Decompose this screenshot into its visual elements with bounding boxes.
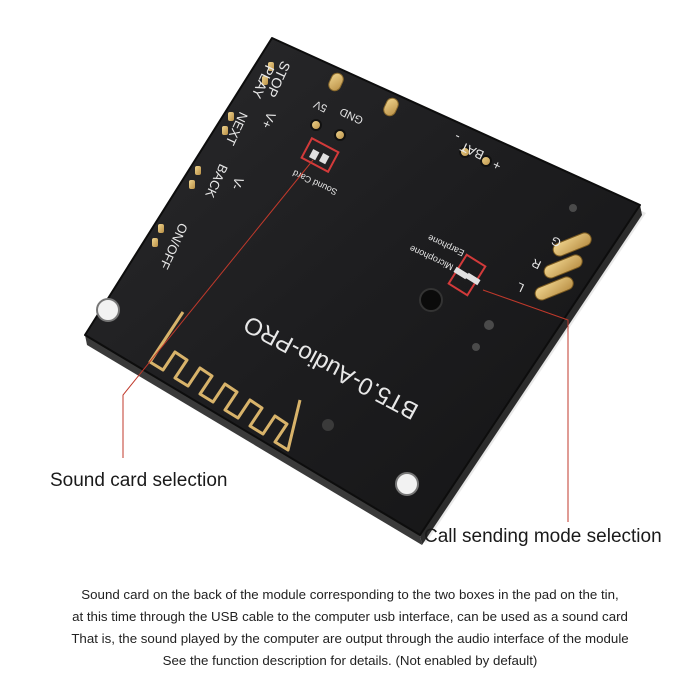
description-caption: Sound card on the back of the module cor… bbox=[0, 584, 700, 672]
sound-card-jumper bbox=[300, 136, 340, 174]
silk-v-plus: V+ bbox=[258, 110, 278, 131]
callout-sound-card-selection: Sound card selection bbox=[50, 470, 228, 491]
caption-line-3: That is, the sound played by the compute… bbox=[71, 631, 629, 646]
edge-pads bbox=[152, 62, 274, 247]
call-mode-jumper bbox=[447, 253, 487, 297]
callout-lines bbox=[122, 159, 569, 522]
caption-line-1: Sound card on the back of the module cor… bbox=[81, 587, 619, 602]
pcb-antenna bbox=[148, 311, 302, 452]
silk-v-minus: V- bbox=[228, 175, 247, 192]
callout-call-sending-mode: Call sending mode selection bbox=[424, 526, 662, 547]
caption-line-2: at this time through the USB cable to th… bbox=[72, 609, 628, 624]
silk-5v: 5V bbox=[311, 97, 329, 114]
vias bbox=[322, 204, 577, 431]
battery-pads bbox=[459, 146, 492, 167]
power-pads bbox=[310, 119, 346, 141]
usb-shield-pads bbox=[328, 72, 399, 117]
mounting-holes bbox=[96, 288, 443, 496]
audio-output-pads bbox=[534, 232, 592, 301]
silk-bat-minus: - bbox=[452, 129, 462, 144]
caption-line-4: See the function description for details… bbox=[162, 653, 538, 668]
